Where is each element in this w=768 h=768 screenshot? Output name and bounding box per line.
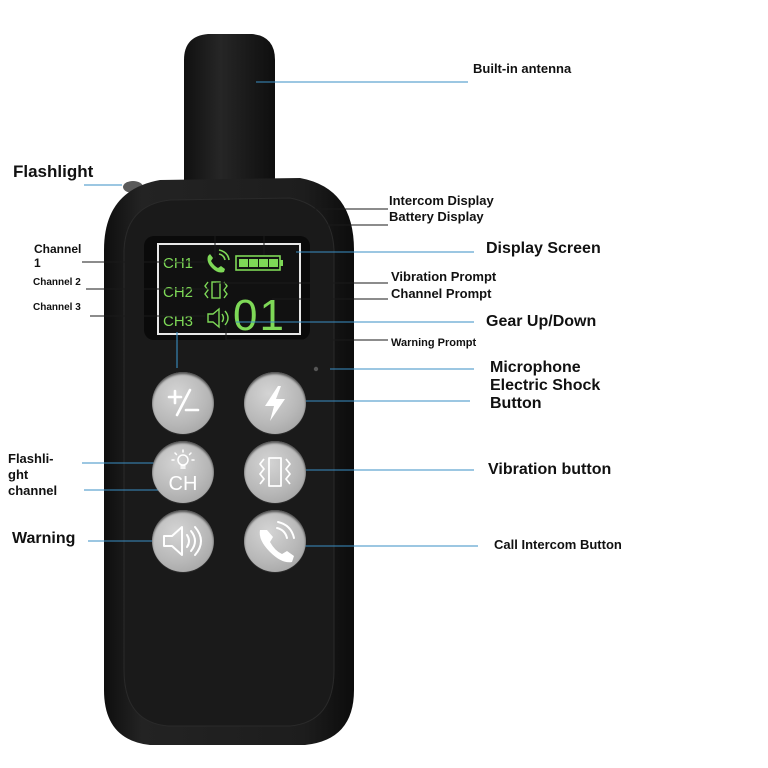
label-battery-display: Battery Display: [389, 209, 484, 224]
label-channel-1-line1: Channel: [34, 242, 82, 256]
lightning-icon: [265, 386, 285, 421]
lcd-phone-icon: [207, 249, 230, 273]
lcd-vibration-icon: [204, 281, 228, 299]
label-intercom-display: Intercom Display: [389, 193, 494, 208]
leader-warn-prompt: [225, 325, 388, 341]
vibration-icon: [259, 457, 291, 487]
microphone-hole: [313, 366, 319, 372]
leader-intercom: [214, 208, 388, 258]
label-flashlight: Flashlight: [13, 162, 94, 181]
vibration-button[interactable]: [244, 441, 306, 503]
bulb-icon: [171, 449, 195, 469]
label-antenna: Built-in antenna: [473, 61, 572, 76]
lcd-ch1: CH1: [163, 255, 193, 272]
label-gear-up-down: Gear Up/Down: [486, 313, 597, 330]
label-channel-prompt: Channel Prompt: [391, 286, 492, 301]
label-channel-2: Channel 2: [33, 277, 81, 288]
label-display-screen: Display Screen: [486, 240, 601, 257]
label-warning: Warning: [12, 530, 76, 547]
phone-icon: [259, 521, 295, 563]
speaker-icon: [163, 526, 202, 556]
lcd-level: 01: [233, 291, 286, 340]
label-vibration-button: Vibration button: [488, 461, 612, 478]
leader-lines-dark: [82, 208, 388, 341]
label-electric-shock-line2: Button: [490, 395, 542, 412]
label-flashlight-channel-line1: Flashli-: [8, 451, 54, 466]
label-microphone: Microphone: [490, 359, 581, 376]
plus-minus-icon: [167, 388, 200, 417]
ch-label: CH: [168, 473, 198, 495]
leader-battery: [263, 224, 388, 255]
lcd-ch2: CH2: [163, 284, 193, 301]
label-channel-1-line2: 1: [34, 256, 41, 270]
label-warning-prompt: Warning Prompt: [391, 337, 477, 349]
lcd-battery-icon: [235, 255, 283, 271]
label-electric-shock-line1: Electric Shock: [490, 377, 601, 394]
lcd-ch3: CH3: [163, 313, 193, 330]
lcd-speaker-icon: [207, 307, 229, 329]
call-intercom-button[interactable]: [244, 510, 306, 572]
flashlight-channel-button[interactable]: CH: [152, 441, 214, 503]
gear-up-down-button[interactable]: [152, 372, 214, 434]
electric-shock-button[interactable]: [244, 372, 306, 434]
label-flashlight-channel-line2: ght: [8, 467, 29, 482]
label-flashlight-channel-line3: channel: [8, 483, 58, 498]
leader-lines: [82, 81, 478, 547]
warning-button[interactable]: [152, 510, 214, 572]
antenna: [184, 34, 275, 190]
label-vibration-prompt: Vibration Prompt: [391, 269, 497, 284]
label-call-intercom-button: Call Intercom Button: [494, 537, 622, 552]
label-channel-3: Channel 3: [33, 302, 81, 313]
